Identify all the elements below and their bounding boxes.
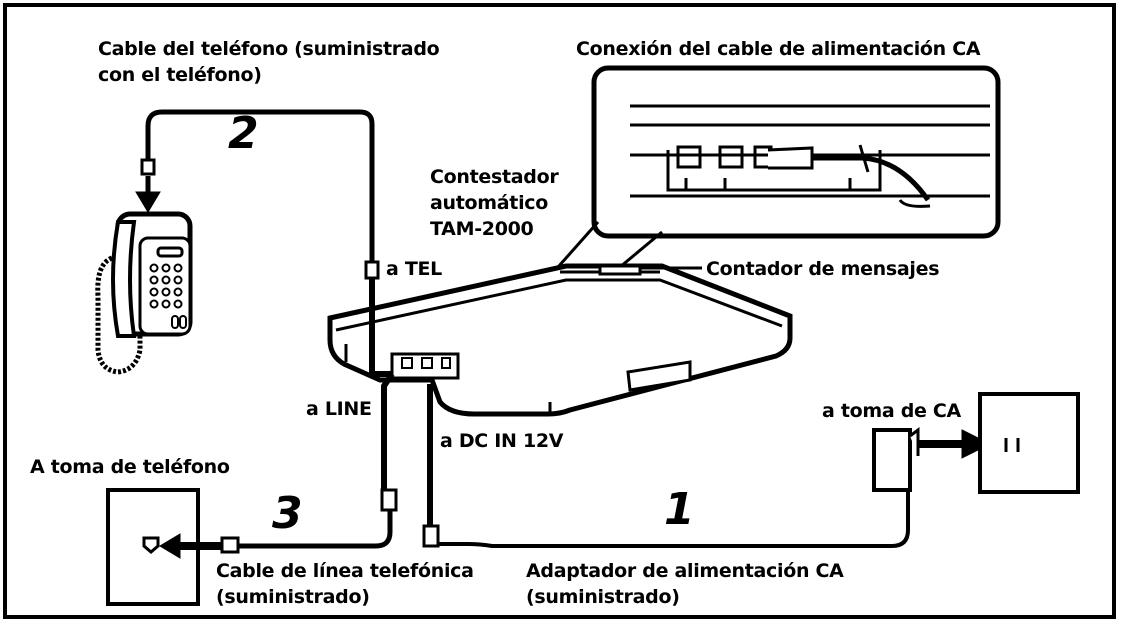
adapter-cable — [422, 384, 910, 548]
line-cable-label-line2: (suministrado) — [216, 586, 370, 608]
to-dc-in-label: a DC IN 12V — [440, 430, 564, 452]
diagram-frame — [3, 3, 1116, 619]
line-cable — [220, 372, 398, 554]
phone-cable — [140, 109, 392, 377]
ac-wall-outlet — [978, 392, 1080, 494]
to-ac-outlet-label: a toma de CA — [822, 400, 961, 422]
step-three-number: 3 — [272, 488, 303, 539]
phone-cable-label-line1: Cable del teléfono (suministrado — [98, 38, 440, 60]
message-counter-label: Contador de mensajes — [706, 258, 940, 280]
to-tel-label: a TEL — [386, 258, 442, 280]
answering-machine — [327, 263, 793, 417]
adapter-label-line2: (suministrado) — [526, 586, 680, 608]
inset-power-connection — [591, 65, 1001, 239]
device-name-line3: TAM-2000 — [430, 218, 534, 240]
adapter-label-line1: Adaptador de alimentación CA — [526, 560, 844, 582]
phone-wall-jack — [106, 488, 222, 606]
to-phone-jack-label: A toma de teléfono — [30, 456, 230, 478]
device-name-line2: automático — [430, 192, 549, 214]
power-connection-title: Conexión del cable de alimentación CA — [576, 38, 981, 60]
step-one-number: 1 — [664, 484, 695, 535]
line-cable-label-line1: Cable de línea telefónica — [216, 560, 474, 582]
phone-plug-arrow — [135, 176, 161, 213]
telephone — [95, 211, 193, 375]
ac-adapter — [872, 427, 992, 492]
step-two-number: 2 — [228, 108, 259, 159]
phone-cable-label-line2: con el teléfono) — [98, 64, 262, 86]
device-name-line1: Contestador — [430, 166, 559, 188]
to-line-label: a LINE — [306, 398, 372, 420]
